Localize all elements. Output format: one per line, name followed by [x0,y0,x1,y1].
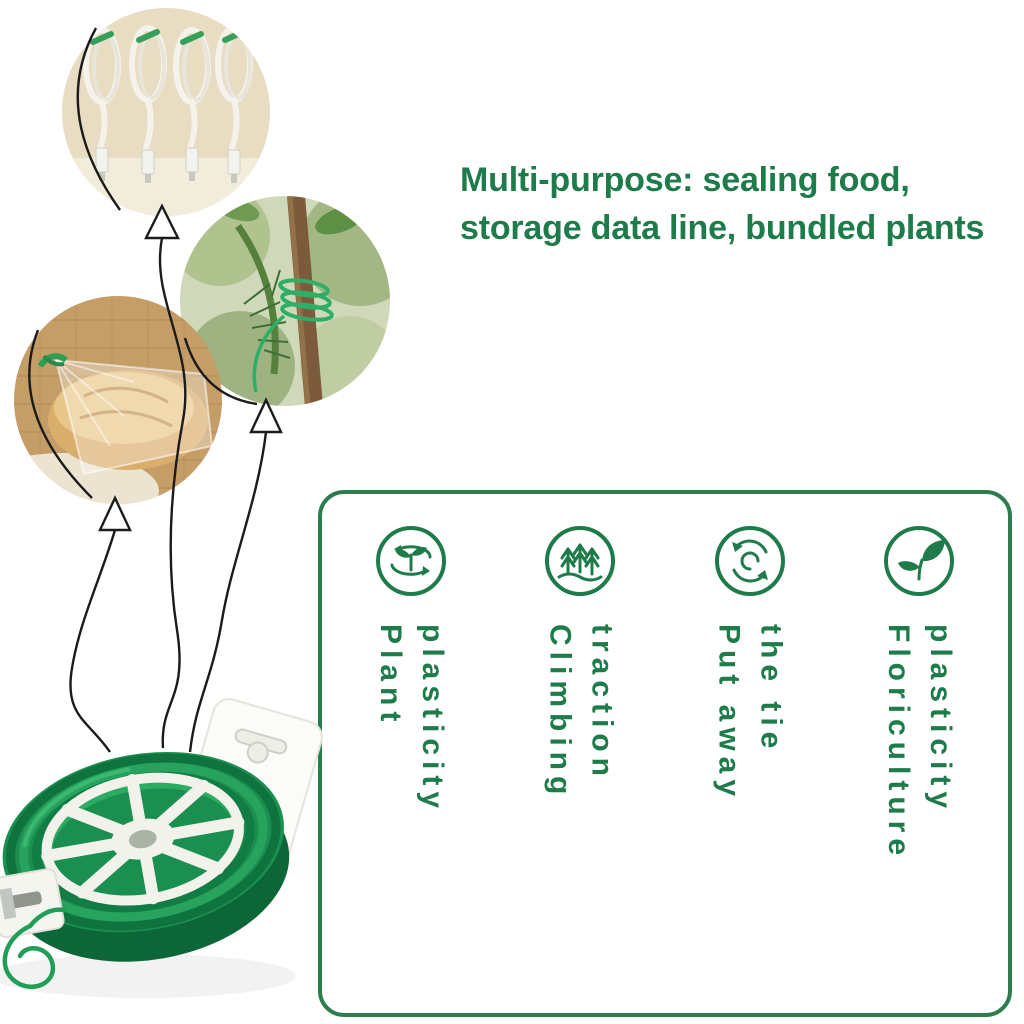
feature-label-line: traction [585,624,619,783]
wire-end [2,907,67,989]
spool-illustration [0,698,323,998]
feature-label-line: plasticity [416,624,450,815]
feature-floriculture-plasticity: Floriculture plasticity [839,524,999,861]
bread-illustration [14,296,222,504]
feature-label: Climbing traction [542,624,618,800]
feature-plant-plasticity: Plant plasticity [331,524,491,814]
feature-label-line: Climbing [543,624,577,801]
wire-cutter [0,868,65,939]
feature-label: Put away the tie [712,624,788,802]
feature-label-line: Floriculture [881,624,915,862]
feature-label: Plant plasticity [373,624,449,814]
put-away-the-tie-icon [713,524,787,598]
headline-line-1: Multi-purpose: sealing food, [460,161,910,199]
feature-label-line: plasticity [923,624,957,815]
cables-illustration [62,8,270,216]
features-panel: Plant plasticity Climbing traction [318,490,1012,1017]
feature-label: Floriculture plasticity [881,624,957,861]
climbing-traction-icon [543,524,617,598]
feature-put-away-the-tie: Put away the tie [670,524,830,802]
floriculture-plasticity-icon [882,524,956,598]
plant-plasticity-icon [374,524,448,598]
photo-circle-bread [14,296,222,504]
feature-label-line: the tie [754,624,788,755]
headline: Multi-purpose: sealing food, storage dat… [460,156,1024,253]
product-spool-photo [0,676,338,1024]
feature-label-line: Put away [712,624,746,803]
photo-circle-cables [62,8,270,216]
feature-label-line: Plant [374,624,408,728]
feature-climbing-traction: Climbing traction [500,524,660,800]
headline-line-2: storage data line, bundled plants [460,209,985,248]
